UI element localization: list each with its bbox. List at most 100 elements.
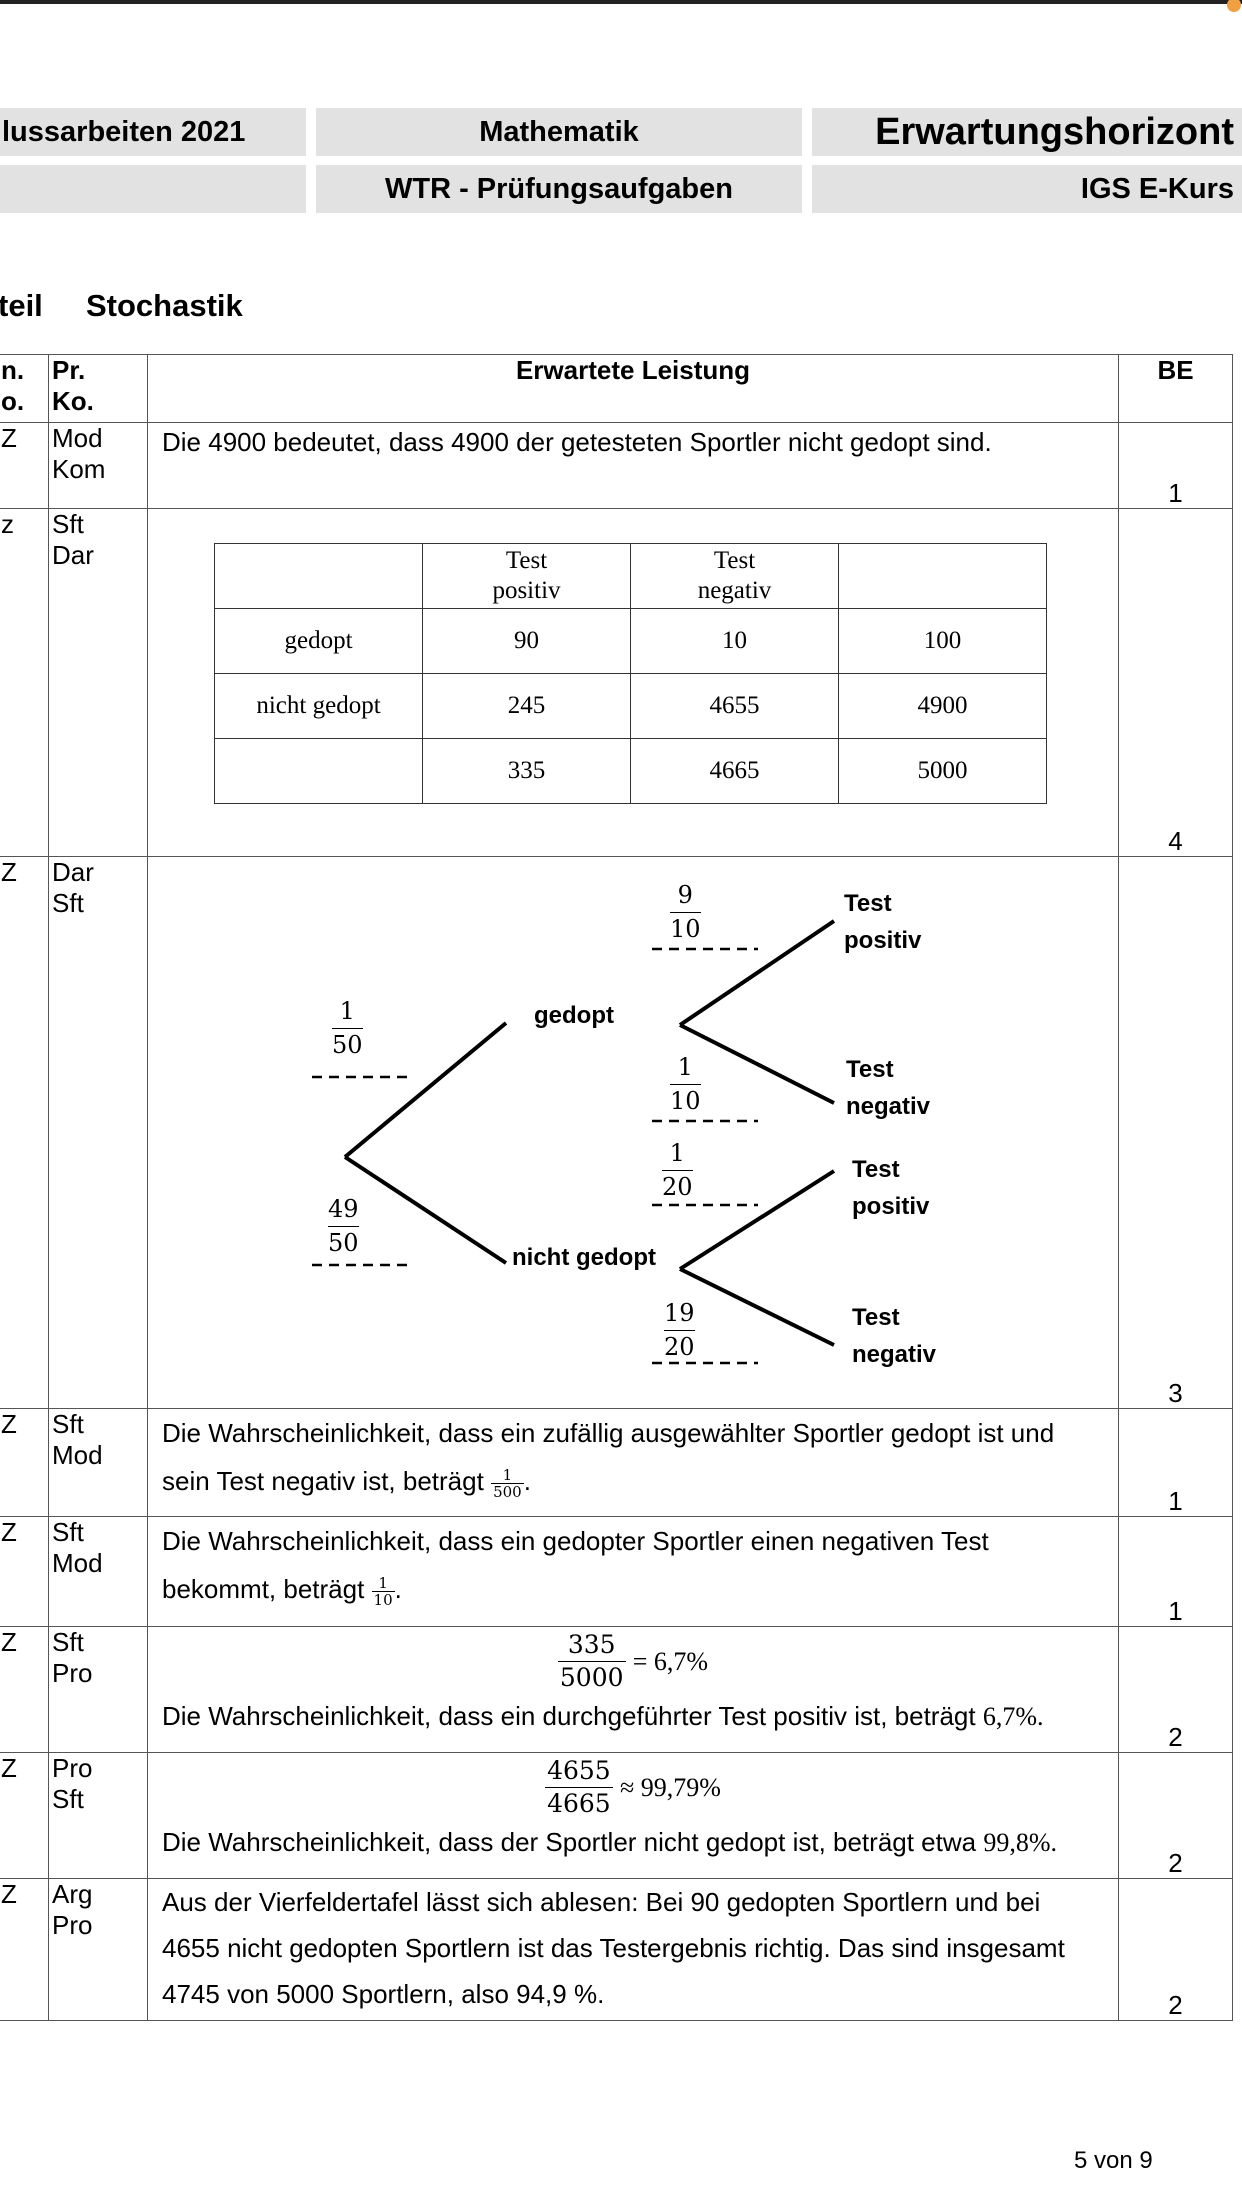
ct-header-sum bbox=[838, 543, 1047, 609]
notification-dot bbox=[1227, 0, 1241, 12]
header-empty-cell bbox=[0, 165, 306, 213]
row-text: Die Wahrscheinlichkeit, dass ein durchge… bbox=[148, 1699, 1118, 1734]
table-header-row: n. o. Pr. Ko. Erwartete Leistung BE bbox=[0, 354, 1233, 423]
text-end: . bbox=[523, 1466, 531, 1496]
row-be: 1 bbox=[1168, 478, 1183, 508]
frac-num: 49 bbox=[328, 1193, 359, 1227]
section-prefix: teil bbox=[0, 288, 43, 323]
row-pk: Sft Dar bbox=[48, 508, 148, 857]
header-course: IGS E-Kurs bbox=[812, 165, 1242, 213]
ct-cell: 4655 bbox=[630, 673, 839, 739]
row-be: 2 bbox=[1168, 1990, 1183, 2020]
ct-header-empty bbox=[214, 543, 423, 609]
row-text: Aus der Vierfeldertafel lässt sich ables… bbox=[148, 1879, 1118, 2017]
row-text: Die Wahrscheinlichkeit, dass der Sportle… bbox=[148, 1825, 1118, 1860]
row-pk: Sft Mod bbox=[48, 1408, 148, 1517]
col-header-no: n. o. bbox=[0, 354, 49, 423]
branch-g-pos bbox=[678, 919, 836, 1027]
text-line: Aus der Vierfeldertafel lässt sich ables… bbox=[162, 1887, 1041, 1917]
frac-den: 20 bbox=[664, 1333, 695, 1361]
frac-num: 1 bbox=[670, 1051, 701, 1085]
row-be: 2 bbox=[1168, 1848, 1183, 1878]
branch-gedopt bbox=[343, 1021, 508, 1159]
ct-cell: 5000 bbox=[838, 738, 1047, 804]
row-be: 3 bbox=[1168, 1378, 1183, 1408]
solution-table: n. o. Pr. Ko. Erwartete Leistung BE Z Mo… bbox=[0, 354, 1233, 2021]
row-id: Z bbox=[0, 1516, 49, 1627]
col-header-pk: Pr. Ko. bbox=[48, 354, 148, 423]
row-id: Z bbox=[0, 1752, 49, 1879]
frac-den: 500 bbox=[493, 1482, 522, 1501]
frac-num: 19 bbox=[664, 1297, 695, 1331]
ct-cell: 10 bbox=[630, 608, 839, 674]
header-exam: lussarbeiten 2021 bbox=[0, 108, 306, 156]
row-pk: Dar Sft bbox=[48, 856, 148, 1409]
row-id: Z bbox=[0, 856, 49, 1409]
row-id: Z bbox=[0, 1626, 49, 1753]
ct-cell: gedopt bbox=[214, 608, 423, 674]
row-be: 1 bbox=[1168, 1486, 1183, 1516]
frac-num: 4655 bbox=[545, 1755, 613, 1788]
row-text: Die Wahrscheinlichkeit, dass ein zufälli… bbox=[148, 1409, 1118, 1505]
frac-den: 10 bbox=[670, 915, 701, 943]
text-line: Die Wahrscheinlichkeit, dass ein gedopte… bbox=[162, 1526, 989, 1556]
frac-num: 1 bbox=[332, 995, 363, 1029]
branch-n-neg bbox=[679, 1267, 835, 1347]
ct-cell: 4665 bbox=[630, 738, 839, 804]
row-pk: Sft Mod bbox=[48, 1516, 148, 1627]
text-line: 4745 von 5000 Sportlern, also 94,9 %. bbox=[162, 1979, 605, 2009]
header-subject: Mathematik bbox=[316, 108, 802, 156]
branch-g-neg bbox=[679, 1023, 835, 1105]
tree-label-test-positiv: Test positiv bbox=[844, 890, 922, 954]
ct-cell: 245 bbox=[422, 673, 631, 739]
col-header-leistung: Erwartete Leistung bbox=[147, 354, 1119, 423]
row-text: Die 4900 bedeutet, dass 4900 der geteste… bbox=[162, 427, 992, 457]
formula-result: = 6,7% bbox=[632, 1647, 709, 1676]
frac-num: 9 bbox=[670, 879, 701, 913]
text-line: Die Wahrscheinlichkeit, dass der Sportle… bbox=[162, 1827, 977, 1857]
frac-num: 1 bbox=[662, 1137, 693, 1171]
text-line: 4655 nicht gedopten Sportlern ist das Te… bbox=[162, 1933, 1065, 1963]
frac-den: 50 bbox=[332, 1031, 363, 1059]
ct-header-test-positiv: Test positiv bbox=[422, 543, 631, 609]
text-line: Die Wahrscheinlichkeit, dass ein durchge… bbox=[162, 1701, 976, 1731]
ct-cell: 90 bbox=[422, 608, 631, 674]
table-row: Z Mod Kom Die 4900 bedeutet, dass 4900 d… bbox=[0, 422, 1233, 509]
text-value: 6,7%. bbox=[982, 1702, 1044, 1731]
tree-label-nicht-gedopt: nicht gedopt bbox=[512, 1244, 656, 1271]
row-pk: Pro Sft bbox=[48, 1752, 148, 1879]
tree-label-test-negativ: Test negativ bbox=[846, 1056, 931, 1120]
text-value: 99,8%. bbox=[983, 1828, 1058, 1857]
frac-den: 10 bbox=[670, 1087, 701, 1115]
frac-den: 4665 bbox=[547, 1789, 611, 1818]
row-id: Z bbox=[0, 1878, 49, 2021]
ct-cell: 335 bbox=[422, 738, 631, 804]
page-number: 5 von 9 bbox=[1074, 2147, 1153, 2174]
table-row: Z Dar Sft bbox=[0, 856, 1233, 1409]
row-be: 2 bbox=[1168, 1722, 1183, 1752]
section-title: Stochastik bbox=[86, 288, 243, 323]
tree-branches bbox=[312, 919, 836, 1365]
col-header-be: BE bbox=[1118, 354, 1233, 423]
contingency-table: Test positiv Test negativ gedopt 90 10 1… bbox=[214, 543, 1047, 804]
ct-header-test-negativ: Test negativ bbox=[630, 543, 839, 609]
table-row: z Sft Dar Test positiv Test negativ gedo… bbox=[0, 508, 1233, 857]
text-end: . bbox=[394, 1574, 402, 1604]
row-pk: Mod Kom bbox=[48, 422, 148, 509]
tree-label-test-positiv: Test positiv bbox=[852, 1156, 930, 1220]
table-row: Z Sft Mod Die Wahrscheinlichkeit, dass e… bbox=[0, 1516, 1233, 1627]
ct-cell: 100 bbox=[838, 608, 1047, 674]
ct-cell: nicht gedopt bbox=[214, 673, 423, 739]
